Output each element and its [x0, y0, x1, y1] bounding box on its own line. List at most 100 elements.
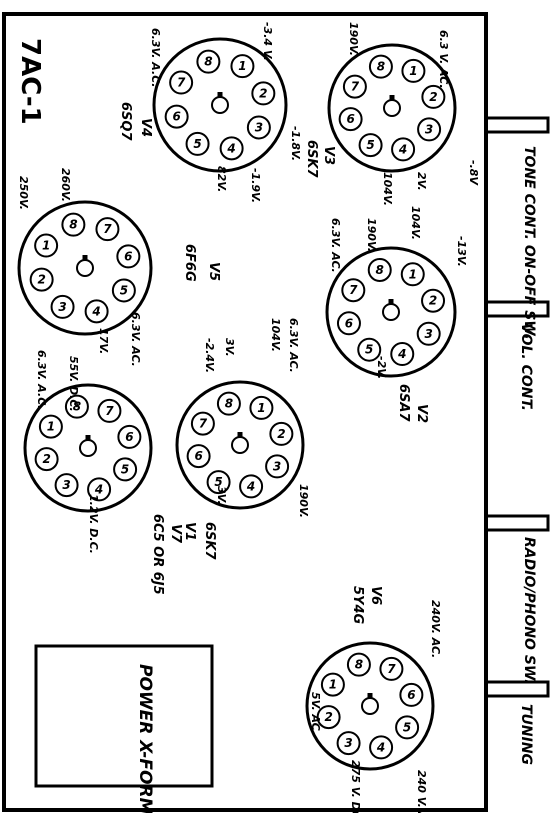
v3-pin-circle [401, 58, 426, 83]
v6-pin-circle [399, 682, 424, 707]
v5-socket-outline [17, 200, 153, 336]
v1-pin-circle [216, 391, 241, 416]
v6-pin-number: 4 [376, 740, 385, 754]
v5-pin-number: 2 [37, 273, 45, 287]
v4-type: 6SQ7 [118, 102, 133, 141]
v3-pin-number: 2 [429, 90, 437, 104]
v7-center-key [79, 439, 97, 457]
v1-pin-circle [186, 444, 211, 469]
v2-pin-circle [421, 288, 446, 313]
v3-pin-number: 8 [377, 60, 385, 74]
v2-pin-circle [336, 311, 361, 336]
v7-socket-outline [23, 383, 153, 513]
v4-pin-number: 7 [177, 76, 186, 90]
v2-pin-number: 2 [429, 294, 437, 308]
v2-voltage: 190V. [365, 218, 378, 252]
v7-pin-number: 3 [62, 478, 70, 492]
v1-center-key [231, 436, 249, 454]
v1-voltage: 104V. [269, 318, 282, 352]
v1-pin-circle [265, 454, 290, 479]
v7-type: 6C5 OR 6J5 [150, 514, 165, 595]
v2-pin-number: 7 [349, 283, 358, 297]
v3-pin-circle [342, 74, 367, 99]
v6-pin-circle [336, 731, 361, 756]
v4-voltage: 6.3V. A.C. [149, 28, 162, 87]
v6-pin-circle [379, 656, 404, 681]
v1-pin-number: 7 [199, 417, 208, 431]
v6-voltage: 240 V. AC. [415, 770, 428, 813]
v1-pin-number: 6 [194, 449, 202, 463]
v2-pin-number: 6 [345, 316, 353, 330]
v5-pin-number: 5 [120, 283, 128, 297]
v5-pin-number: 4 [91, 304, 100, 318]
v6-pin-number: 7 [387, 662, 396, 676]
v4-voltage: -1.8V. [289, 126, 302, 161]
v2-voltage: 104V. [409, 206, 422, 240]
v7-pin-circle [97, 398, 122, 423]
v5-voltage: 17V. [97, 328, 110, 354]
v2-pin-number: 5 [365, 343, 373, 357]
v7-pin-number: 2 [42, 452, 50, 466]
v3-pin-circle [417, 117, 442, 142]
v4-pin-number: 2 [259, 86, 267, 100]
v3-pin-number: 1 [409, 64, 417, 78]
v3-pin-circle [338, 107, 363, 132]
v1-pin-circle [239, 474, 264, 499]
v2-center-key [382, 303, 400, 321]
model-title: 7AC-1 [15, 38, 45, 125]
v7-key-notch [85, 435, 91, 441]
v1-type: 6SK7 [202, 522, 217, 560]
v2-pin-circle [416, 321, 441, 346]
v1-voltage: 6.3V. AC. [287, 318, 300, 373]
v5-key-notch [82, 255, 88, 261]
v3-pin-number: 6 [346, 112, 354, 126]
v4-pin-circle [185, 131, 210, 156]
v3-pin-circle [421, 84, 446, 109]
v6-pin-circle [346, 652, 371, 677]
v5-pin-circle [95, 217, 120, 242]
chassis-outline [2, 12, 488, 812]
v6-name: V6 [368, 586, 383, 605]
v5-pin-number: 8 [69, 218, 77, 232]
v3-name: V3 [321, 146, 336, 165]
v1-key-notch [237, 432, 243, 438]
v4-voltage: -3.4 V. [261, 22, 274, 61]
v1-pin-circle [190, 411, 215, 436]
v6-pin-circle [395, 715, 420, 740]
v2-type: 6SA7 [396, 384, 411, 422]
v6-type: 5Y4G [350, 586, 365, 625]
v6-socket-outline [305, 641, 435, 771]
v5-pin-number: 1 [42, 239, 50, 253]
v1-pin-number: 1 [257, 401, 265, 415]
v2-socket-outline [325, 246, 457, 378]
v4-pin-circle [251, 81, 276, 106]
v5-pin-circle [61, 212, 86, 237]
v5-pin-number: 6 [124, 249, 132, 263]
tuning-control-tab [484, 680, 550, 698]
v6-pin-number: 2 [324, 710, 332, 724]
v4-socket-outline [152, 37, 288, 173]
v3-pin-number: 4 [398, 142, 407, 156]
v1-voltage: 3V. [215, 486, 228, 505]
v2-name: V2 [414, 404, 429, 423]
v3-key-notch [389, 95, 395, 101]
v7-voltage: 6.3V. A.C. [35, 350, 48, 409]
v2-pin-circle [341, 278, 366, 303]
v3-voltage: 190V. [347, 22, 360, 56]
v5-pin-number: 3 [58, 300, 66, 314]
v6-pin-circle [320, 672, 345, 697]
v5-voltage: 6.3V. AC. [129, 312, 142, 367]
v4-voltage: -1.9V. [249, 168, 262, 203]
v4-pin-number: 4 [226, 141, 235, 155]
v5-pin-number: 7 [103, 222, 112, 236]
v4-pin-circle [196, 49, 221, 74]
v5-pin-circle [34, 233, 59, 258]
v7-pin-circle [117, 424, 142, 449]
v6-pin-number: 6 [407, 688, 415, 702]
v4-key-notch [217, 92, 223, 98]
v6-key-notch [367, 693, 373, 699]
v4-pin-number: 5 [193, 137, 201, 151]
